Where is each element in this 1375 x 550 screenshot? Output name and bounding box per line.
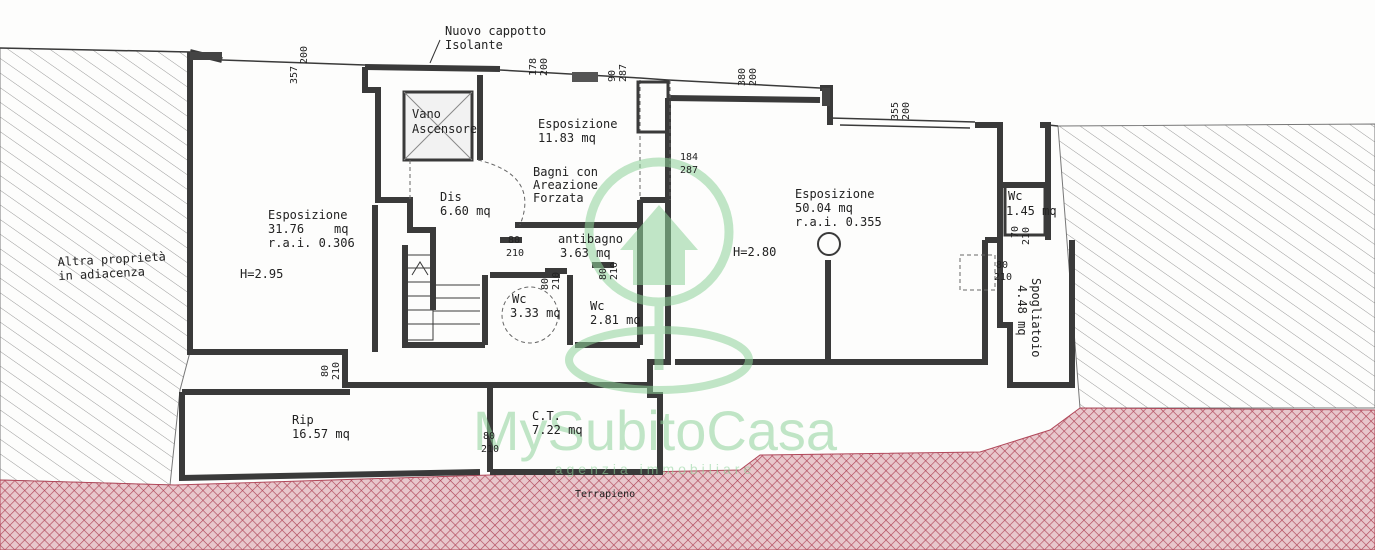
dim-d2-a: 80 [540,278,551,290]
dim-d8-a: 70 [1010,226,1021,238]
exterior-line [0,47,1059,129]
rip-area: 16.57 mq [292,427,350,441]
neighbour-right-hatch [1057,123,1375,409]
note-line2: Isolante [445,38,503,52]
spogliatoio-area: 4.48 mq [1015,285,1029,336]
neighbour-line1: Altra proprietà [57,249,166,269]
esp1-rai: r.a.i. 0.306 [268,236,355,250]
dim-d1-a: 80 [508,235,520,246]
esp3-name: Esposizione [795,187,874,201]
dim-d8-b: 210 [1021,227,1032,245]
dim-w3-b: 287 [618,64,629,82]
column [817,232,841,256]
dim-d3-b: 210 [609,262,620,280]
dim-w1-b: 200 [299,46,310,64]
ground-label: Terrapieno [575,489,635,500]
dimension-labels: 357 200 178 200 90 287 380 200 355 200 1… [289,46,1032,455]
wc3-area: 1.45 mq [1006,204,1057,218]
bagni-line1: Bagni con [533,165,598,179]
dim-w6-b: 287 [680,165,698,176]
esp1-name: Esposizione [268,208,347,222]
wc2-area: 2.81 mq [590,313,641,327]
esp2-name: Esposizione [538,117,617,131]
vano-line1: Vano [412,107,441,121]
dim-w6-a: 184 [680,152,698,163]
wc1-name: Wc [512,292,526,306]
dim-w5-b: 200 [901,102,912,120]
height-2: H=2.80 [733,245,776,259]
bagni-line2: Areazione [533,178,598,192]
dashed-lines [409,80,996,344]
staircase [404,254,480,341]
rip-name: Rip [292,413,314,427]
dim-d4-a: 80 [320,365,331,377]
esp1-unit: mq [334,222,348,236]
dim-d5-b: 210 [481,444,499,455]
dim-d1-b: 210 [506,248,524,259]
dim-w5-a: 355 [890,102,901,120]
dim-w1-a: 357 [289,66,300,84]
wc2-name: Wc [590,299,604,313]
dim-d5-a: 80 [483,431,495,442]
dim-w3-a: 90 [607,70,618,82]
dim-w2-b: 200 [539,58,550,76]
dim-d6-a: 80 [996,260,1008,271]
esp2-area: 11.83 mq [538,131,596,145]
dim-w2-a: 178 [528,58,539,76]
wc1-area: 3.33 mq [510,306,561,320]
note-line1: Nuovo cappotto [445,24,546,38]
room-labels: Nuovo cappotto Isolante Esposizione 31.7… [57,24,1056,500]
esp3-area: 50.04 mq [795,201,853,215]
antibagno-name: antibagno [558,232,623,246]
ct-area: 7.22 mq [532,423,583,437]
height-1: H=2.95 [240,267,283,281]
ground-strip [0,407,1375,550]
dim-w4-a: 380 [737,68,748,86]
dim-d6-b: 210 [994,272,1012,283]
dim-d2-b: 210 [551,272,562,290]
watermark: MySubitoCasa agenzia immobiliare [473,157,838,477]
spogliatoio-name: Spogliatoio [1029,278,1043,357]
neighbour-line2: in adiacenza [58,265,145,284]
bagni-line3: Forzata [533,191,584,205]
vano-line2: Ascensore [412,122,477,136]
ct-name: C.T. [532,409,561,423]
dim-w4-b: 200 [748,68,759,86]
watermark-brand: MySubitoCasa [473,399,838,462]
dim-d4-b: 210 [331,362,342,380]
wc3-name: Wc [1008,189,1022,203]
esp3-rai: r.a.i. 0.355 [795,215,882,229]
dis-name: Dis [440,190,462,204]
dim-d3-a: 80 [598,268,609,280]
dis-area: 6.60 mq [440,204,491,218]
watermark-tagline: agenzia immobiliare [555,461,756,477]
antibagno-area: 3.63 mq [560,246,611,260]
esp1-area: 31.76 [268,222,304,236]
